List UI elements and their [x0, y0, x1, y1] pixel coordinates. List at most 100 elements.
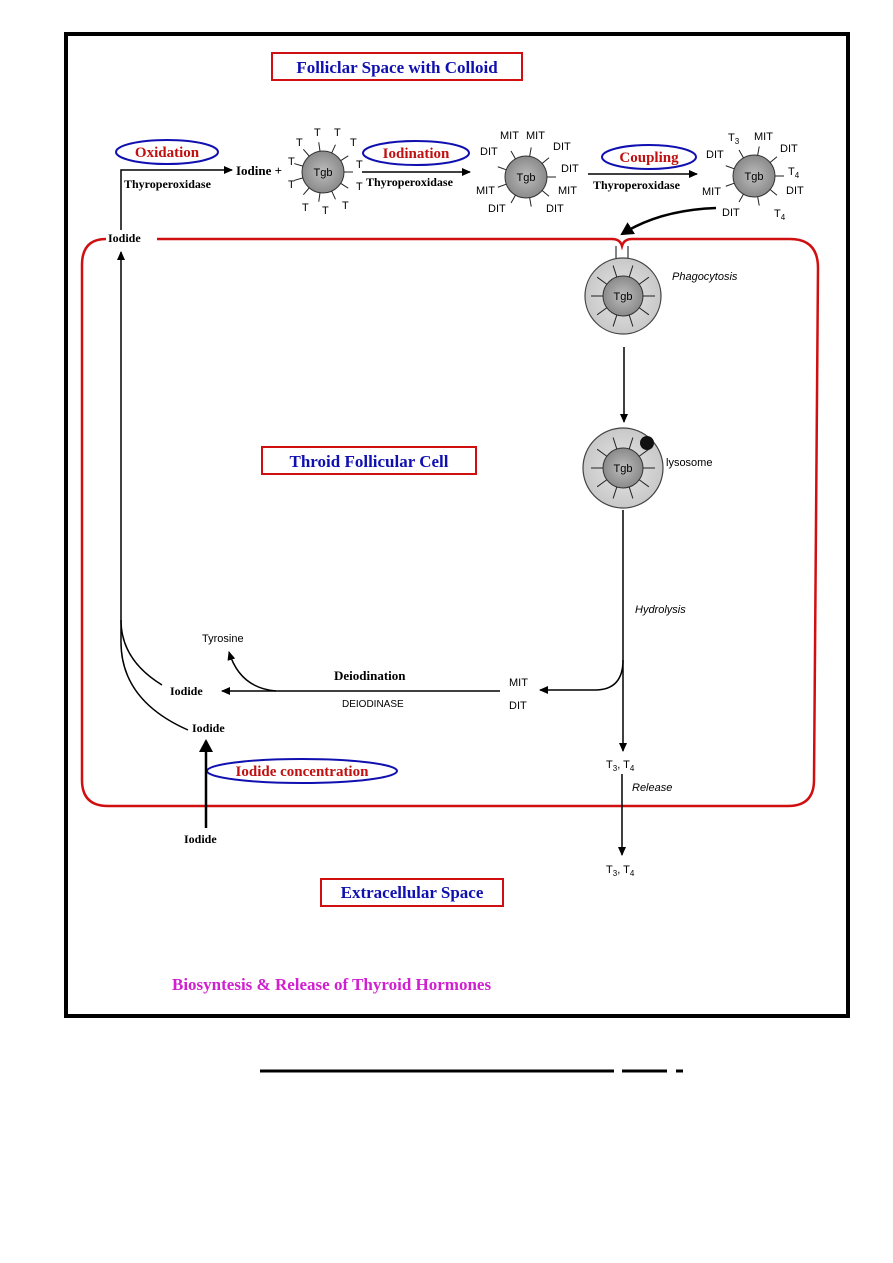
iodination-ellipse [362, 140, 470, 166]
tgb-molecule-2: Tgb [497, 147, 556, 207]
tyrosine-arrow [227, 651, 277, 692]
tgb-spoke [628, 437, 634, 450]
follicular-space-heading: Folliclar Space with Colloid [296, 58, 498, 77]
tgb-spoke [318, 142, 321, 152]
mit-label: MIT [526, 130, 545, 142]
tgb-spoke [725, 165, 735, 170]
t4-label: T4 [788, 166, 800, 180]
mit-label: MIT [702, 186, 721, 198]
colloid-to-cell-arrow [620, 206, 717, 236]
mit-label: MIT [500, 130, 519, 142]
iodide-concentrated: Iodide [192, 721, 225, 735]
dit-label: DIT [553, 141, 571, 153]
tgb-spoke [596, 307, 608, 316]
t-label: T [356, 159, 363, 171]
hydrolysis-label: Hydrolysis [635, 604, 686, 616]
t-label: T [356, 181, 363, 193]
tgb-spoke [769, 189, 778, 196]
tgb-spoke [331, 190, 336, 200]
tgb-spoke [510, 150, 516, 160]
follicular-cell-box [261, 446, 477, 475]
tgb-spoke [302, 187, 310, 195]
t-label: T [342, 200, 349, 212]
hydrolysis-to-mit-arrow [539, 659, 624, 694]
dit-label: DIT [488, 203, 506, 215]
extracellular-space-box [320, 878, 504, 907]
dit-label: DIT [546, 203, 564, 215]
deiodination-label: Deiodination [334, 668, 406, 683]
tgb-spoke [612, 486, 618, 499]
thyroperoxidase-2: Thyroperoxidase [366, 175, 454, 189]
tgb-label-4: Tgb [614, 291, 633, 303]
lysosome-vesicle: Tgb [582, 427, 664, 509]
tgb-label-1: Tgb [314, 167, 333, 179]
tgb-spoke [596, 479, 608, 488]
t-label: T [334, 127, 341, 139]
tgb-spoke [340, 182, 349, 189]
recycled-iodide-curve [120, 619, 163, 686]
tgb-spoke [638, 307, 650, 316]
tgb-spoke [757, 146, 760, 156]
tgb-spoke [628, 486, 634, 499]
tgb-spoke [612, 265, 618, 278]
t-label: T [288, 156, 295, 168]
caption: Biosyntesis & Release of Thyroid Hormone… [172, 975, 491, 994]
t4-label: T4 [774, 208, 786, 222]
t3-t4-cell: T3, T4 [606, 759, 635, 773]
dit-label: DIT [561, 163, 579, 175]
tgb-molecule-1: Tgb [294, 142, 353, 202]
t3-t4-extracellular: T3, T4 [606, 864, 635, 878]
tgb-spoke [725, 182, 735, 187]
dit-label: DIT [706, 149, 724, 161]
thyroperoxidase-3: Thyroperoxidase [593, 178, 681, 192]
dit-label: DIT [480, 146, 498, 158]
t-label: T [314, 127, 321, 139]
lysosome-label: lysosome [666, 457, 712, 469]
tgb-label-5: Tgb [614, 463, 633, 475]
oxidation-ellipse [115, 139, 219, 165]
tgb-spoke [541, 157, 550, 164]
cell-mit: MIT [509, 677, 528, 689]
t-label: T [302, 202, 309, 214]
lysosome-dot [640, 436, 654, 450]
oxidation-label: Oxidation [135, 145, 200, 161]
outer-frame [64, 32, 850, 1018]
tgb-spoke [497, 166, 507, 171]
tgb-spoke [738, 149, 744, 159]
tgb-spoke [497, 183, 507, 188]
tgb-spoke [596, 448, 608, 457]
tgb-spoke [638, 276, 650, 285]
tgb-label-3: Tgb [745, 171, 764, 183]
phagocytosis-vesicle: Tgb [584, 246, 662, 335]
tgb-spoke [769, 156, 778, 163]
mit-label: MIT [558, 185, 577, 197]
t-label: T [350, 137, 357, 149]
tgb-spoke [738, 193, 744, 203]
iodide-concentration-label: Iodide concentration [236, 764, 370, 780]
iodide-recycled: Iodide [170, 684, 203, 698]
tgb-spoke [529, 197, 532, 207]
thyroperoxidase-1: Thyroperoxidase [124, 177, 212, 191]
tgb-spoke [596, 276, 608, 285]
dit-label: DIT [722, 207, 740, 219]
coupling-ellipse [601, 144, 697, 170]
coupling-label: Coupling [619, 150, 679, 166]
tgb-spoke [612, 314, 618, 327]
cell-dit: DIT [509, 700, 527, 712]
iodide-to-top-arrow [117, 251, 189, 731]
tgb-label-2: Tgb [517, 172, 536, 184]
iodine-plus: Iodine + [236, 163, 282, 178]
extracellular-space-heading: Extracellular Space [341, 883, 484, 902]
tgb-spoke [628, 265, 634, 278]
t-label: T [296, 137, 303, 149]
deiodinase-label: DEIODINASE [342, 699, 404, 710]
oxidation-arrow [120, 166, 233, 230]
tgb-spoke [294, 163, 303, 167]
tyrosine-label: Tyrosine [202, 633, 244, 645]
release-label: Release [632, 782, 672, 794]
tgb-spoke [340, 155, 349, 162]
tgb-spoke [302, 149, 310, 157]
mit-label: MIT [476, 185, 495, 197]
tgb-spoke [638, 448, 650, 457]
